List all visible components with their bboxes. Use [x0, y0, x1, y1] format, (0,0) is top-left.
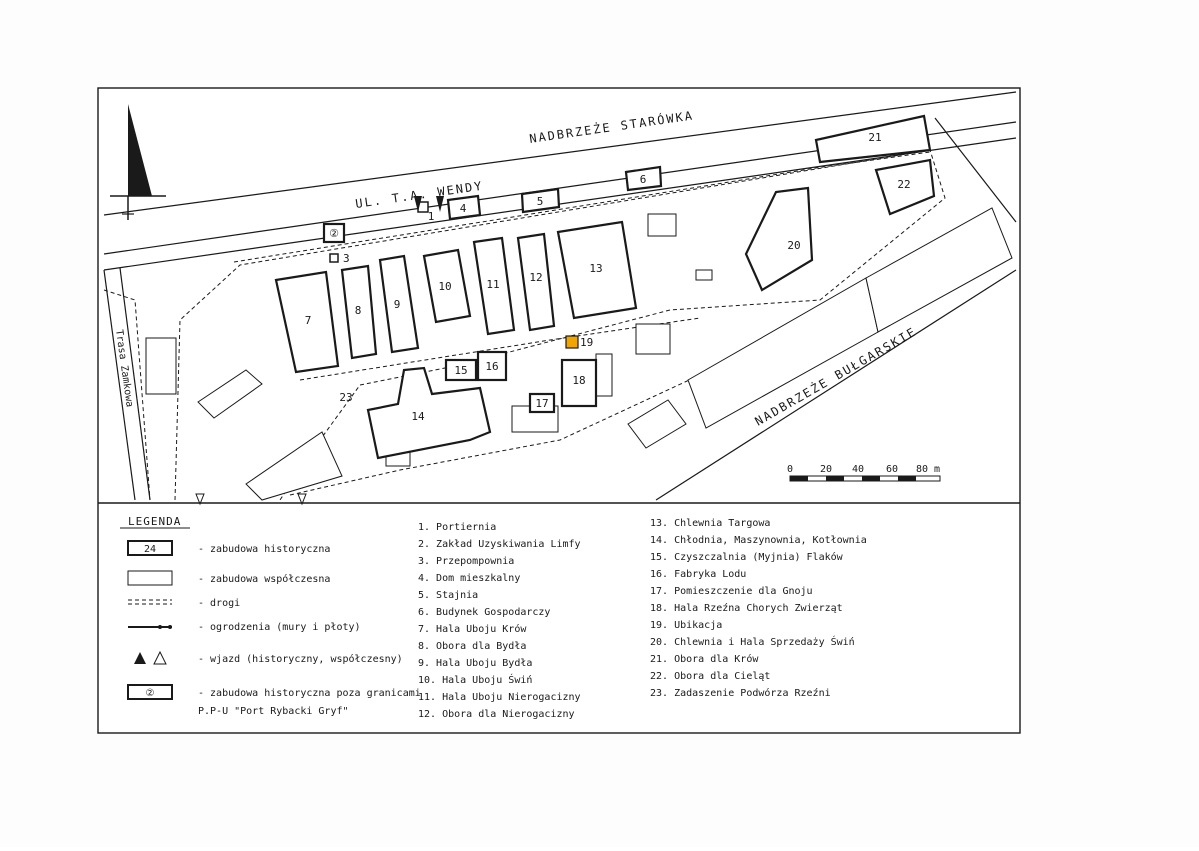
legend-item: 13. Chlewnia Targowa [650, 518, 770, 529]
legend-item: 15. Czyszczalnia (Myjnia) Flaków [650, 551, 844, 563]
building-label: 11 [486, 278, 499, 291]
building-19-highlight [565, 335, 579, 349]
legend-text: - wjazd (historyczny, współczesny) [198, 653, 403, 665]
legend-item: 22. Obora dla Cieląt [650, 671, 770, 682]
north-arrow-icon [110, 104, 166, 220]
legend-text: P.P-U "Port Rybacki Gryf" [198, 706, 349, 717]
legend-item: 8. Obora dla Bydła [418, 641, 526, 652]
building-label: 18 [572, 374, 585, 387]
modern-building-symbol [127, 570, 173, 586]
legend-item: 10. Hala Uboju Świń [418, 673, 532, 686]
fence-line-2 [174, 149, 946, 501]
road-south [289, 314, 821, 496]
legend-item: 12. Obora dla Nierogacizny [418, 709, 575, 720]
legend-item: 23. Zadaszenie Podwórza Rzeźni [650, 687, 831, 699]
modern-buildings [145, 207, 1013, 501]
building-label: 16 [485, 360, 498, 373]
legend-item: 19. Ubikacja [650, 620, 722, 631]
building-label: 10 [438, 280, 451, 293]
building-labels: 1 ② 3 4 5 6 7 8 9 10 11 12 13 14 15 16 1… [305, 131, 911, 423]
building-label: 8 [355, 304, 362, 317]
building-label: 7 [305, 314, 312, 327]
historic-building-symbol [127, 540, 173, 556]
legend: LEGENDA 24 - zabudowa historyczna - zabu… [120, 515, 867, 720]
entrance-historic-icon [134, 652, 146, 664]
scale-tick: 20 [820, 464, 832, 475]
legend-text: - drogi [198, 598, 240, 609]
legend-item: 14. Chłodnia, Maszynownia, Kotłownia [650, 535, 867, 546]
legend-item: 21. Obora dla Krów [650, 653, 759, 665]
legend-item: 1. Portiernia [418, 522, 496, 533]
legend-sample: 24 [144, 544, 156, 555]
building-label: 5 [537, 195, 544, 208]
building-label: 20 [787, 239, 800, 252]
scale-tick: 80 m [916, 464, 940, 475]
building-label: 3 [343, 252, 350, 265]
scale-bar: 0 20 40 60 80 m [787, 464, 941, 482]
building-label: 19 [580, 336, 593, 349]
legend-item: 4. Dom mieszkalny [418, 573, 520, 584]
legend-sample: ② [146, 688, 155, 699]
legend-text: - ogrodzenia (mury i płoty) [198, 622, 361, 633]
entrance-modern-icon [153, 650, 167, 665]
scale-tick: 60 [886, 464, 898, 475]
building-label: 13 [589, 262, 602, 275]
legend-item: 7. Hala Uboju Krów [418, 623, 527, 635]
legend-item: 17. Pomieszczenie dla Gnoju [650, 586, 813, 597]
legend-item: 9. Hala Uboju Bydła [418, 658, 532, 669]
streets [103, 91, 1017, 501]
building-label: 21 [868, 131, 881, 144]
legend-item: 5. Stajnia [418, 590, 478, 601]
building-label: 4 [460, 202, 467, 215]
legend-item: 16. Fabryka Lodu [650, 569, 746, 580]
scale-tick: 0 [787, 464, 793, 475]
entrance-arrow-icons [195, 196, 444, 506]
legend-text: - zabudowa historyczna [198, 544, 330, 555]
legend-text: - zabudowa współczesna [198, 573, 330, 585]
fence-line [103, 289, 151, 501]
road-central [299, 317, 701, 381]
building-label: 15 [454, 364, 467, 377]
building-label: 17 [535, 397, 548, 410]
building-label: 23 [339, 391, 352, 404]
scale-tick: 40 [852, 464, 864, 475]
outside-building-symbol [127, 684, 173, 700]
building-label: 1 [428, 210, 435, 223]
legend-item: 3. Przepompownia [418, 556, 514, 567]
building-label: 22 [897, 178, 910, 191]
legend-text: - zabudowa historyczna poza granicami [198, 688, 421, 699]
legend-item: 18. Hala Rzeźna Chorych Zwierząt [650, 602, 843, 614]
legend-item: 6. Budynek Gospodarczy [418, 607, 550, 618]
legend-item: 20. Chlewnia i Hala Sprzedaży Świń [650, 635, 855, 648]
building-label: 12 [529, 271, 542, 284]
building-label: ② [329, 227, 339, 240]
legend-item: 2. Zakład Uzyskiwania Limfy [418, 539, 581, 550]
building-label: 6 [640, 173, 647, 186]
building-label: 9 [394, 298, 401, 311]
building-label: 14 [411, 410, 425, 423]
legend-item: 11. Hala Uboju Nierogacizny [418, 692, 581, 703]
road-north [233, 151, 931, 263]
historic-buildings [274, 114, 936, 460]
legend-title: LEGENDA [128, 515, 181, 528]
